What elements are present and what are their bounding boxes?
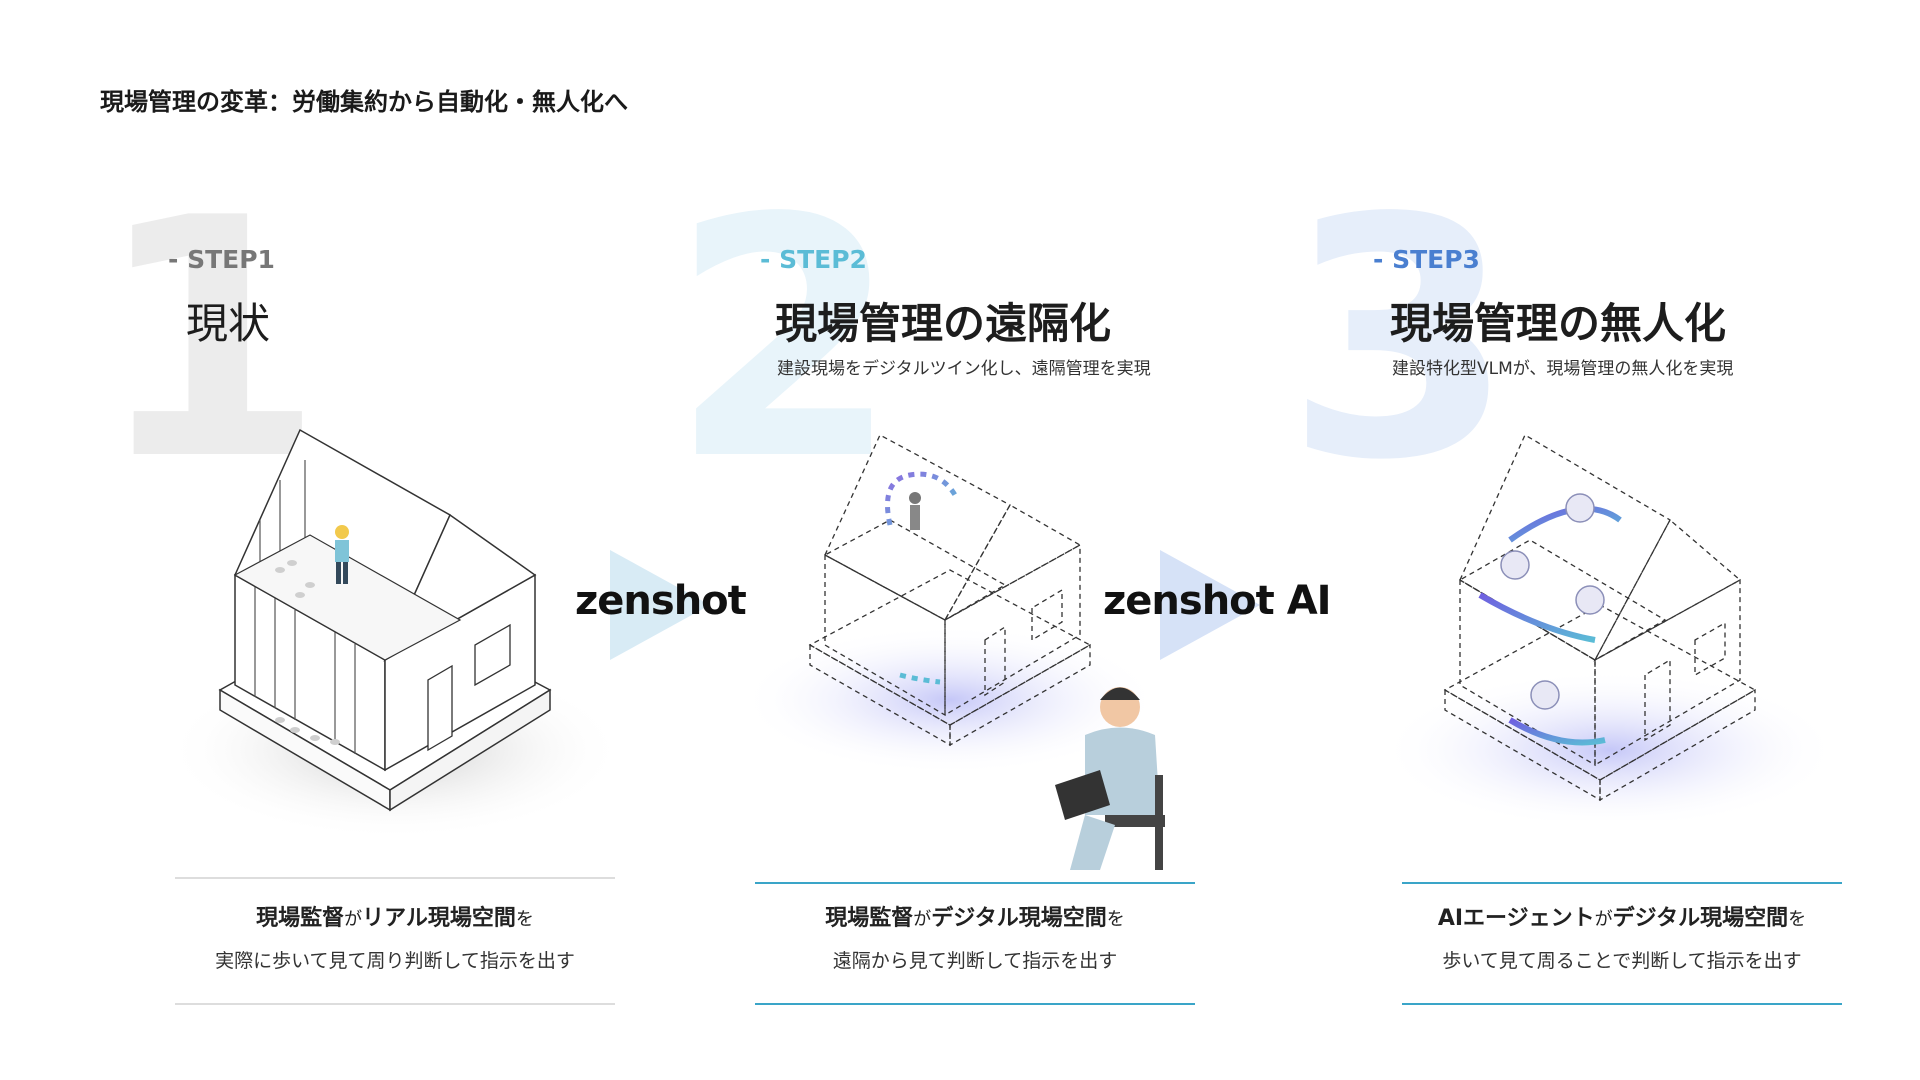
step3-divider-bottom [1402,1003,1842,1005]
page-title: 現場管理の変革：労働集約から自動化・無人化へ [100,82,628,117]
house-current-illustration [160,420,620,840]
step2-subheading: 建設現場をデジタルツイン化し、遠隔管理を実現 [777,354,1151,379]
step3-tag: - STEP3 [1373,245,1480,274]
step3-caption-line1: AIエージェントがデジタル現場空間を [1402,900,1842,932]
step1-caption-subject: 現場監督 [256,906,344,931]
step2-caption-subject: 現場監督 [825,906,913,931]
step3-caption-object: デジタル現場空間 [1613,906,1789,931]
zenshot-ai-logo: zenshot AI [1103,578,1331,624]
step3-caption-line2: 歩いて見て周ることで判断して指示を出す [1402,946,1842,973]
step1-caption-particle2: を [516,909,534,930]
step2-tag: - STEP2 [760,245,867,274]
step3-divider-top [1402,882,1842,884]
step1-caption-particle1: が [344,909,362,930]
step2-heading: 現場管理の遠隔化 [775,290,1111,351]
zenshot-logo: zenshot [575,578,746,624]
step2-caption-particle1: が [913,909,931,930]
step2-caption-line1: 現場監督がデジタル現場空間を [755,900,1195,932]
step2-divider-bottom [755,1003,1195,1005]
step1-caption-line2: 実際に歩いて見て周り判断して指示を出す [175,946,615,973]
step3-subheading: 建設特化型VLMが、現場管理の無人化を実現 [1392,354,1733,379]
step1-caption-line1: 現場監督がリアル現場空間を [175,900,615,932]
step2-caption-particle2: を [1107,909,1125,930]
step1-divider-top [175,877,615,879]
step2-caption-object: デジタル現場空間 [931,906,1107,931]
site-supervisor-remote-illustration [1045,675,1205,875]
step3-heading: 現場管理の無人化 [1390,290,1726,351]
step2-divider-top [755,882,1195,884]
step3-caption-particle2: を [1788,909,1806,930]
step2-caption-line2: 遠隔から見て判断して指示を出す [755,946,1195,973]
step1-heading: 現状 [186,290,270,351]
step1-caption-object: リアル現場空間 [362,906,516,931]
step3-caption-subject: AIエージェント [1438,906,1595,931]
step1-tag: - STEP1 [168,245,275,274]
house-unmanned-illustration [1380,420,1840,820]
step3-caption-particle1: が [1595,909,1613,930]
step1-divider-bottom [175,1003,615,1005]
